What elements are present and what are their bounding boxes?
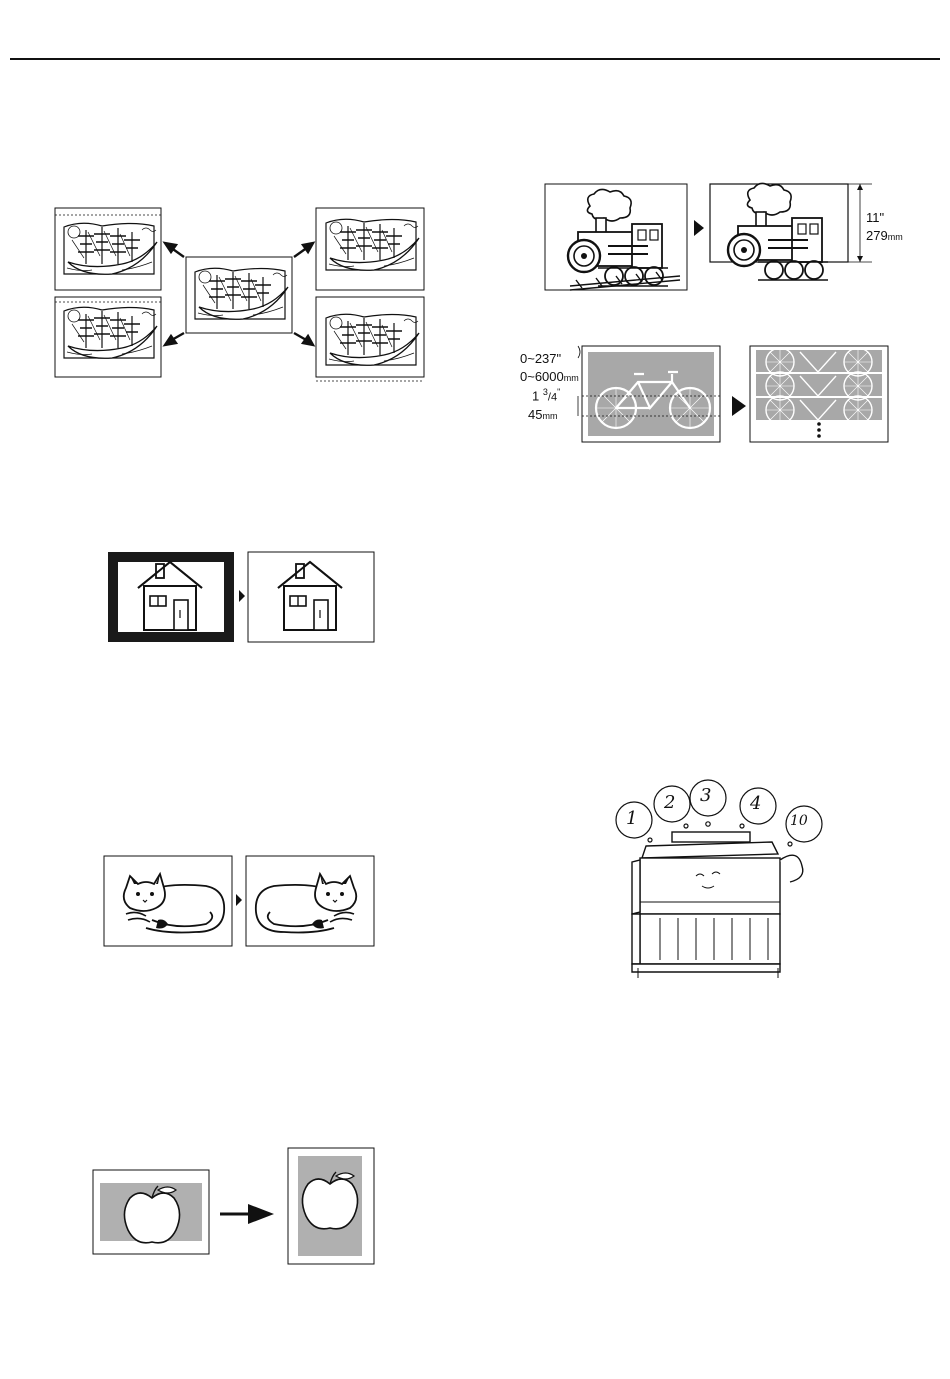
image-shift-figure: [52, 205, 432, 385]
train-figure: [540, 180, 880, 295]
bicycle-step-mm-value: 45: [528, 407, 542, 422]
copier-counter-figure: [612, 782, 842, 982]
bubble-label-1: 1: [626, 810, 637, 828]
bicycle-step-mm-unit: mm: [542, 411, 557, 421]
bicycle-step-whole: 1: [532, 388, 539, 403]
bicycle-range-mm-unit: mm: [564, 373, 579, 383]
border-erase-figure: [106, 550, 378, 645]
train-dimension-mm: 279mm: [866, 229, 903, 242]
train-dimension-mm-value: 279: [866, 228, 888, 243]
bicycle-range-mm-value: 0~6000: [520, 369, 564, 384]
bicycle-step-inch: 1 3/4": [532, 388, 560, 403]
mirror-image-figure: [102, 854, 377, 949]
bicycle-range-mm: 0~6000mm: [520, 370, 579, 383]
header-rule: [10, 58, 940, 60]
bubble-label-10: 10: [790, 814, 808, 828]
bubble-label-4: 4: [750, 795, 761, 813]
train-dimension-inch: 11": [866, 211, 884, 224]
bicycle-figure: [560, 344, 895, 446]
bubble-label-2: 2: [664, 794, 675, 812]
image-rotation-figure: [92, 1146, 378, 1268]
train-dimension-mm-unit: mm: [888, 232, 903, 242]
bicycle-step-inch-mark: ": [557, 387, 560, 397]
bicycle-step-mm: 45mm: [528, 408, 557, 421]
bicycle-range-inch: 0~237": [520, 352, 561, 365]
bubble-label-3: 3: [700, 787, 711, 805]
